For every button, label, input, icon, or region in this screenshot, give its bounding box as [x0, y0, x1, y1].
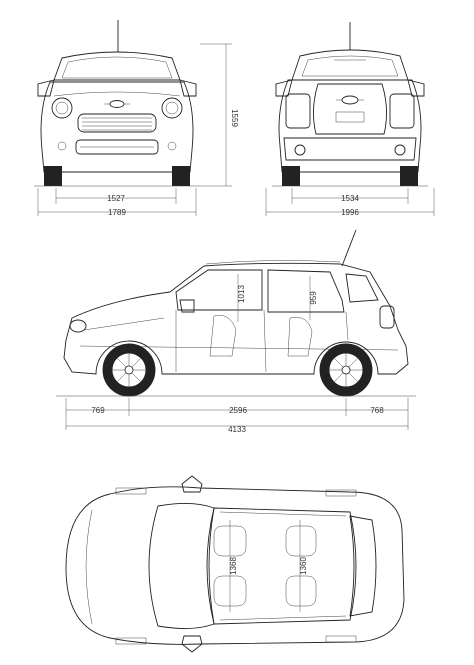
side-front-window [175, 269, 263, 311]
rear-track-label: 1534 [341, 194, 359, 203]
top-view: 1368 1360 [65, 475, 405, 653]
rear-logo [341, 95, 359, 105]
front-mirror-left [37, 79, 55, 97]
rear-width-label: 1996 [341, 208, 359, 217]
rear-dimensions: 1534 1996 [265, 188, 435, 217]
top-roof [208, 507, 357, 625]
side-taillight [379, 305, 395, 329]
rear-bumper [283, 137, 417, 161]
front-grille [77, 113, 157, 133]
front-headlight-right [161, 97, 183, 119]
front-mirror-right [179, 79, 197, 97]
length-label: 4133 [228, 425, 246, 434]
rear-tailgate [313, 83, 387, 135]
shoulder-front-label: 1368 [229, 557, 238, 575]
front-tire-right [172, 166, 190, 186]
rear-exhaust-right [394, 144, 406, 156]
front-dimensions: 1527 1789 [37, 188, 197, 217]
side-mirror [179, 299, 195, 313]
rear-window [291, 49, 409, 81]
top-mirror-lower [181, 635, 203, 653]
rear-tire-left [282, 166, 300, 186]
rear-overhang-label: 768 [370, 406, 384, 415]
rear-mirror-right [407, 79, 425, 97]
rear-view [272, 22, 428, 187]
side-body [63, 262, 409, 375]
front-body [40, 81, 194, 173]
side-dimensions: 769 2596 768 4133 [65, 398, 409, 434]
headroom-rear-label: 959 [309, 291, 318, 305]
side-view: 1013 959 [56, 229, 416, 397]
front-headlight-left [51, 97, 73, 119]
front-width-label: 1789 [108, 208, 126, 217]
top-mirror-upper [181, 475, 203, 493]
rear-taillight-right [389, 93, 415, 129]
height-dimension: 1559 [200, 43, 239, 187]
rear-mirror-left [275, 79, 293, 97]
top-rear-window [349, 515, 377, 617]
headroom-front-label: 1013 [237, 285, 246, 303]
mini-wing-logo-icon [109, 100, 125, 108]
side-antenna [341, 229, 357, 267]
shoulder-rear-label: 1360 [299, 557, 308, 575]
front-track-label: 1527 [107, 194, 125, 203]
rear-exhaust-left [294, 144, 306, 156]
front-windshield [53, 51, 181, 81]
top-windshield [148, 503, 215, 629]
side-rear-window [267, 269, 345, 313]
side-quarter-window [345, 273, 379, 303]
front-tire-left [44, 166, 62, 186]
front-overhang-label: 769 [91, 406, 105, 415]
rear-taillight-left [285, 93, 311, 129]
wheelbase-label: 2596 [229, 406, 247, 415]
front-lower-intake [75, 139, 159, 155]
top-body [65, 486, 405, 645]
side-headlight [69, 319, 87, 333]
rear-tire-right [400, 166, 418, 186]
front-view [34, 20, 200, 187]
height-label: 1559 [230, 109, 239, 127]
